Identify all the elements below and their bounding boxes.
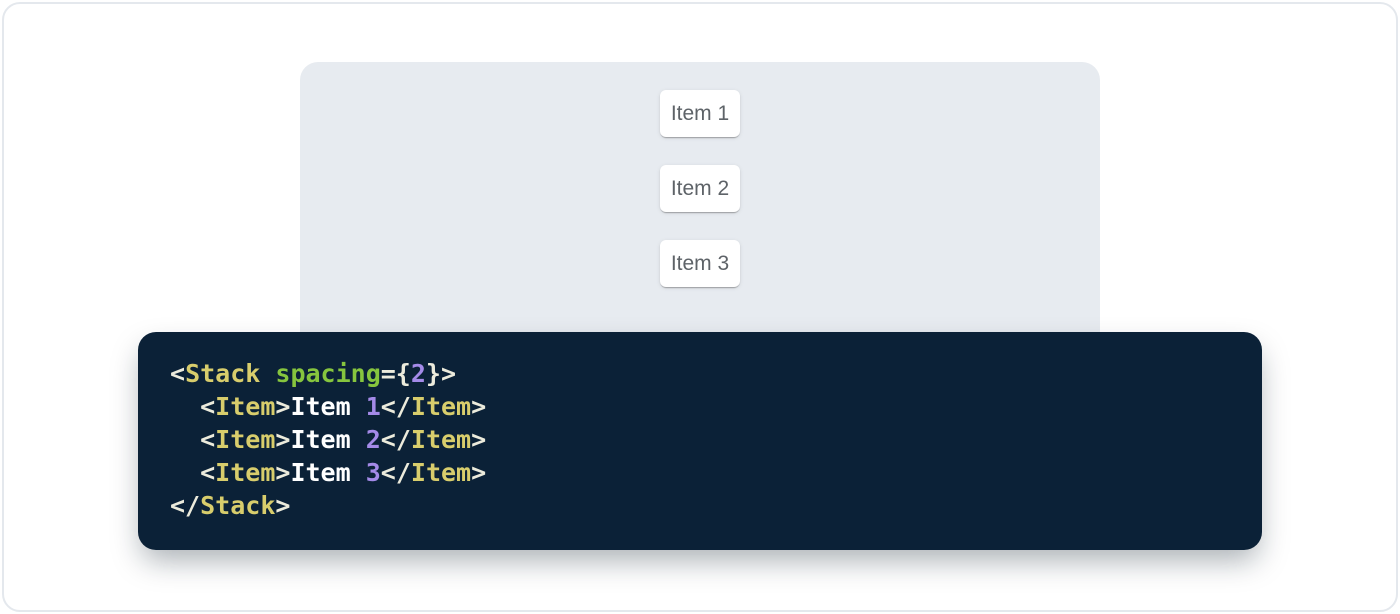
stack-item-card: Item 2 — [660, 165, 740, 212]
stack-item-card: Item 1 — [660, 90, 740, 137]
stack-item-label: Item 3 — [670, 252, 730, 275]
code-content: <Stack spacing={2}> <Item>Item 1</Item> … — [170, 357, 1230, 522]
code-line: <Item>Item 1</Item> — [200, 392, 487, 421]
stack-item-label: Item 1 — [670, 102, 730, 125]
demo-panel: Item 1 Item 2 Item 3 — [300, 62, 1100, 362]
code-block: <Stack spacing={2}> <Item>Item 1</Item> … — [138, 332, 1262, 550]
code-line: </Stack> — [170, 491, 291, 520]
code-line: <Item>Item 2</Item> — [200, 425, 487, 454]
code-line: <Stack spacing={2}> — [170, 359, 457, 388]
stack-item-label: Item 2 — [670, 177, 730, 200]
stack-item-card: Item 3 — [660, 240, 740, 287]
code-line: <Item>Item 3</Item> — [200, 458, 487, 487]
